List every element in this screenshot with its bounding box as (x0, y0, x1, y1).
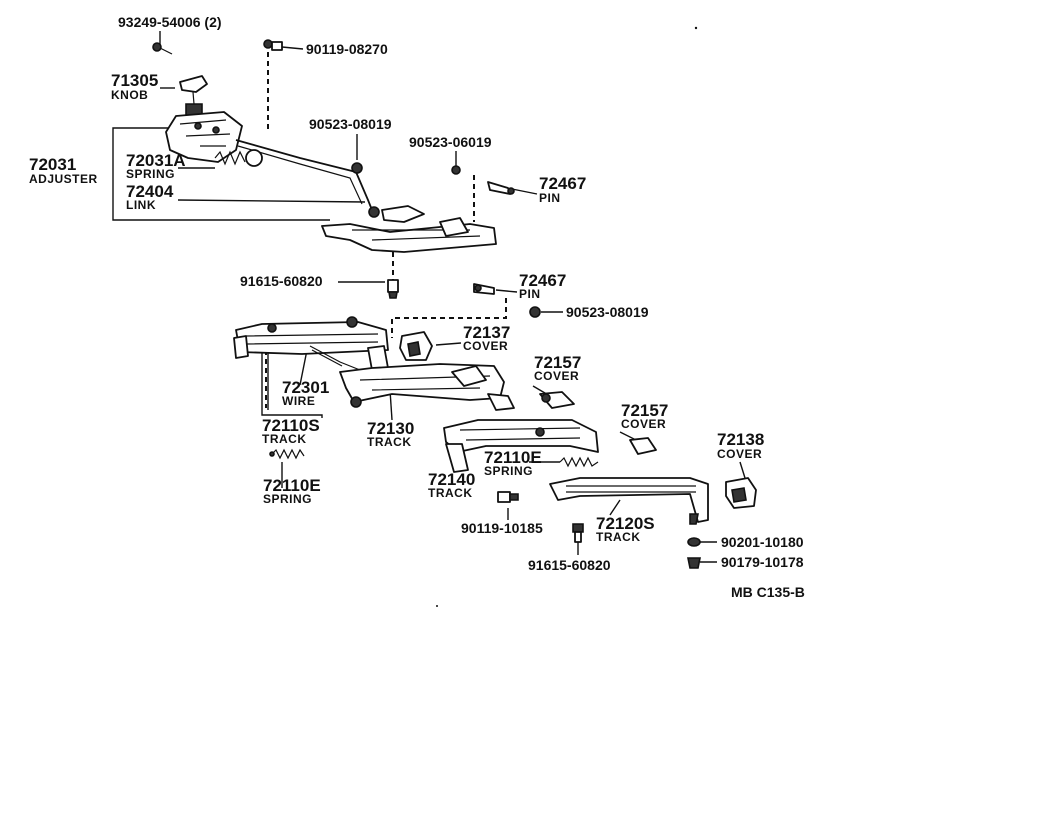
label-72031a-name: SPRING (126, 167, 175, 181)
nut-90523-08019-bottom-icon (529, 306, 541, 318)
label-72031: 72031 (29, 155, 76, 174)
label-72467-bottom: 72467 (519, 271, 566, 290)
screw-93249-icon (152, 42, 173, 55)
bolt-90119-10185-icon (497, 491, 519, 503)
label-72110s: 72110S (262, 416, 320, 435)
label-72157-b: 72157 (621, 401, 668, 420)
label-90201-10180: 90201-10180 (721, 534, 804, 550)
label-90119-08270: 90119-08270 (306, 41, 388, 57)
label-72138: 72138 (717, 430, 764, 449)
label-72031a: 72031A (126, 151, 186, 170)
track-72130-icon (339, 363, 515, 411)
pin-72467-bottom-icon (473, 283, 495, 295)
label-72467-top: 72467 (539, 174, 586, 193)
label-71305-name: KNOB (111, 88, 148, 102)
label-91615-60820-top: 91615-60820 (240, 273, 323, 289)
label-72120s: 72120S (596, 514, 655, 533)
label-72110e-left: 72110E (263, 476, 321, 495)
cover-72137-icon (399, 331, 433, 361)
label-72140: 72140 (428, 470, 475, 489)
label-71305: 71305 (111, 71, 158, 90)
label-72301: 72301 (282, 378, 329, 397)
label-72110e-mid-name: SPRING (484, 464, 533, 478)
diagram-code: MB C135-B (731, 584, 805, 600)
label-72031-name: ADJUSTER (29, 172, 98, 186)
label-72301-name: WIRE (282, 394, 315, 408)
label-90119-10185: 90119-10185 (461, 520, 543, 536)
label-72137: 72137 (463, 323, 510, 342)
label-90179-10178: 90179-10178 (721, 554, 804, 570)
scan-speck (436, 605, 438, 607)
label-72467-top-name: PIN (539, 191, 561, 205)
nut-90179-icon (687, 557, 701, 569)
bolt-90119-icon (263, 39, 283, 51)
label-90523-08019-top: 90523-08019 (309, 116, 392, 132)
cover-72157-b-icon (629, 437, 657, 455)
scan-speck (694, 26, 698, 30)
pin-72467-top-icon (487, 181, 515, 195)
leader-lines (112, 31, 746, 563)
label-72404-name: LINK (126, 198, 156, 212)
label-91615-60820-bottom: 91615-60820 (528, 557, 611, 573)
label-72110s-name: TRACK (262, 432, 307, 446)
bolt-91615-top-icon (387, 279, 399, 299)
label-72140-name: TRACK (428, 486, 473, 500)
label-72157-b-name: COVER (621, 417, 666, 431)
spring-72110e-left-icon (269, 448, 305, 460)
label-72120s-name: TRACK (596, 530, 641, 544)
label-72467-bottom-name: PIN (519, 287, 541, 301)
nut-90523-06019-icon (451, 165, 461, 175)
track-72140-icon (443, 419, 599, 473)
label-93249-54006: 93249-54006 (2) (118, 14, 222, 30)
label-72157-a-name: COVER (534, 369, 579, 383)
upper-rail-icon (321, 205, 497, 253)
label-72130-name: TRACK (367, 435, 412, 449)
label-90523-06019: 90523-06019 (409, 134, 492, 150)
label-72404: 72404 (126, 182, 174, 201)
track-72120s-icon (549, 477, 709, 525)
label-72130: 72130 (367, 419, 414, 438)
assembly-lines (265, 52, 507, 408)
spring-72110e-mid-icon (559, 456, 599, 468)
track-72110s-icon (233, 316, 389, 371)
label-72157-a: 72157 (534, 353, 581, 372)
cover-72157-a-icon (539, 391, 575, 409)
label-72137-name: COVER (463, 339, 508, 353)
label-90523-08019-bottom: 90523-08019 (566, 304, 649, 320)
label-72110e-left-name: SPRING (263, 492, 312, 506)
nut-90523-08019-top-icon (351, 162, 363, 174)
label-72110e-mid: 72110E (484, 448, 542, 467)
bolt-91615-bottom-icon (572, 523, 584, 543)
label-72138-name: COVER (717, 447, 762, 461)
knob-71305-icon (179, 75, 208, 117)
cover-72138-icon (725, 477, 757, 509)
washer-90201-icon (687, 537, 701, 547)
